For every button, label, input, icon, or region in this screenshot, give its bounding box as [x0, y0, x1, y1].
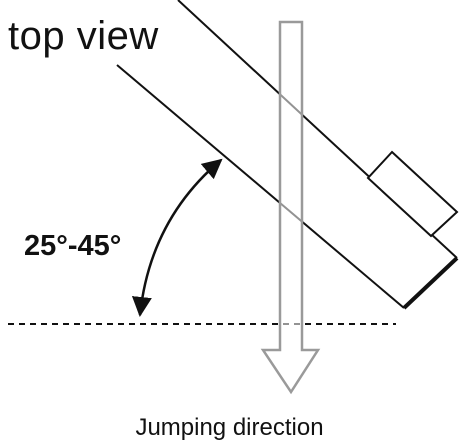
angle-arc — [131, 158, 223, 317]
board-tail-edge — [402, 256, 459, 310]
jumping-direction-arrow — [260, 20, 321, 395]
binding-box — [366, 150, 459, 238]
view-label: top view — [8, 14, 159, 58]
direction-label: Jumping direction — [135, 414, 324, 441]
angle-label: 25°-45° — [24, 230, 122, 262]
board-lower-edge — [116, 64, 405, 309]
